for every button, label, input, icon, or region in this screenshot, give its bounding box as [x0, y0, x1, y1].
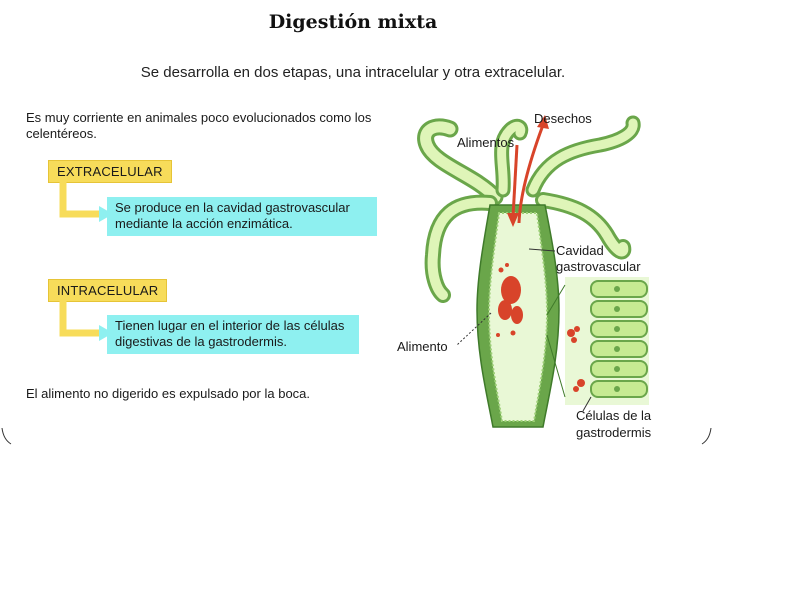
label-alimentos: Alimentos: [457, 135, 515, 150]
label-alimento: Alimento: [397, 339, 448, 354]
page-title: Digestión mixta: [268, 11, 438, 33]
stage-label-extracelular: EXTRACELULAR: [48, 160, 172, 183]
tentacles: [417, 115, 641, 303]
page-subtitle: Se desarrolla en dos etapas, una intrace…: [140, 64, 566, 81]
stage-label-intracelular: INTRACELULAR: [48, 279, 168, 302]
label-desechos: Desechos: [534, 111, 592, 126]
stage-description-extracelular: Se produce en la cavidad gastrovascular …: [107, 197, 377, 236]
connector-arrow-extracelular: [59, 182, 113, 222]
label-cavidad-line1: Cavidad: [556, 243, 604, 258]
label-celulas-line2: gastrodermis: [576, 425, 652, 440]
label-celulas-line1: Células de la: [576, 408, 652, 423]
frame-corner-left: [1, 428, 12, 445]
footer-text: El alimento no digerido es expulsado por…: [26, 386, 311, 401]
hydra-illustration: [417, 115, 649, 428]
label-cavidad-line2: gastrovascular: [556, 259, 641, 274]
gastrodermis-zoom: [546, 277, 649, 405]
stage-description-intracelular: Tienen lugar en el interior de las célul…: [107, 315, 359, 354]
frame-corner-right: [701, 428, 712, 445]
food-particles: [496, 263, 523, 337]
intro-text: Es muy corriente en animales poco evoluc…: [26, 110, 372, 141]
connector-arrow-intracelular: [59, 301, 113, 341]
